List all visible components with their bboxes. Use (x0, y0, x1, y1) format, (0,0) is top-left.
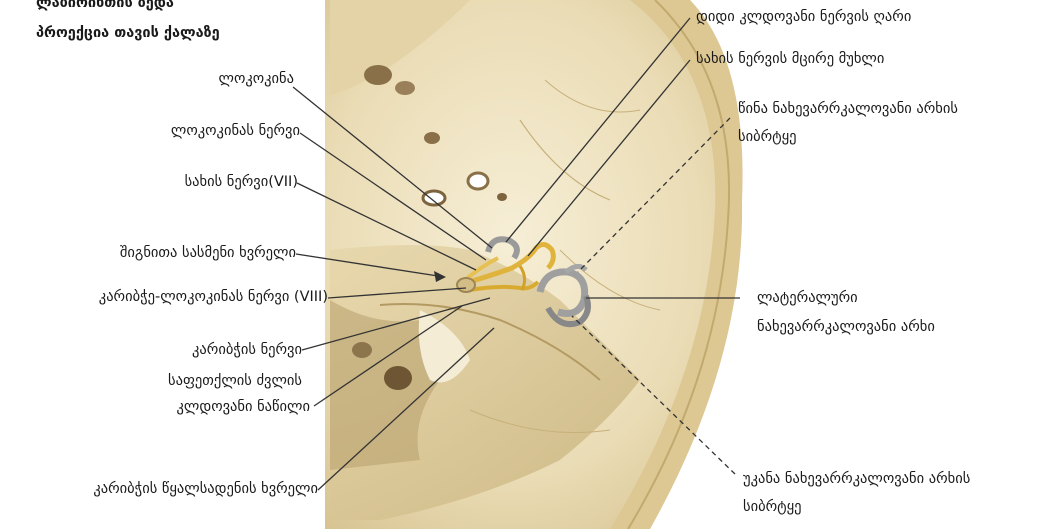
label-internal-acoustic-meatus: შიგნითა სასმენი ხვრელი (120, 244, 296, 262)
diagram-title-line-2: პროექცია თავის ქალაზე (36, 22, 220, 44)
label-cochlear-nerve: ლოკოკინას ნერვი (171, 122, 300, 140)
label-vestibular-nerve: კარიბჭის ნერვი (192, 341, 302, 359)
foramen-1 (364, 65, 392, 85)
label-posterior-canal-line-2: სიბრტყე (743, 498, 801, 516)
label-posterior-canal-line-1: უკანა ნახევარრკალოვანი არხის (743, 470, 970, 488)
internal-acoustic-meatus (457, 278, 475, 292)
label-cochlea: ლოკოკინა (219, 70, 294, 88)
label-anterior-canal-line-1: წინა ნახევარრკალოვანი არხის (738, 100, 958, 118)
label-petrous-part-line-2: კლდოვანი ნაწილი (177, 398, 310, 416)
jugular-foramen (384, 366, 412, 390)
label-lateral-canal-line-2: ნახევარრკალოვანი არხი (757, 318, 935, 336)
diagram-title-line-1: ლაბირინთის ზედა (36, 0, 174, 14)
foramen-spinosum (468, 173, 488, 189)
label-vestibular-aqueduct: კარიბჭის წყალსადენის ხვრელი (93, 480, 318, 498)
label-lateral-canal-line-1: ლატერალური (757, 289, 858, 307)
label-facial-nerve: სახის ნერვი(VII) (185, 173, 298, 191)
label-petrous-part-line-1: საფეთქლის ძვლის (168, 372, 302, 390)
label-vestibulocochlear-nerve: კარიბჭე-ლოკოკინას ნერვი (VIII) (99, 288, 328, 306)
label-geniculate-ganglion: სახის ნერვის მცირე მუხლი (696, 50, 884, 68)
label-anterior-canal-line-2: სიბრტყე (738, 128, 796, 146)
label-greater-petrosal-hiatus: დიდი კლდოვანი ნერვის ღარი (696, 8, 911, 26)
